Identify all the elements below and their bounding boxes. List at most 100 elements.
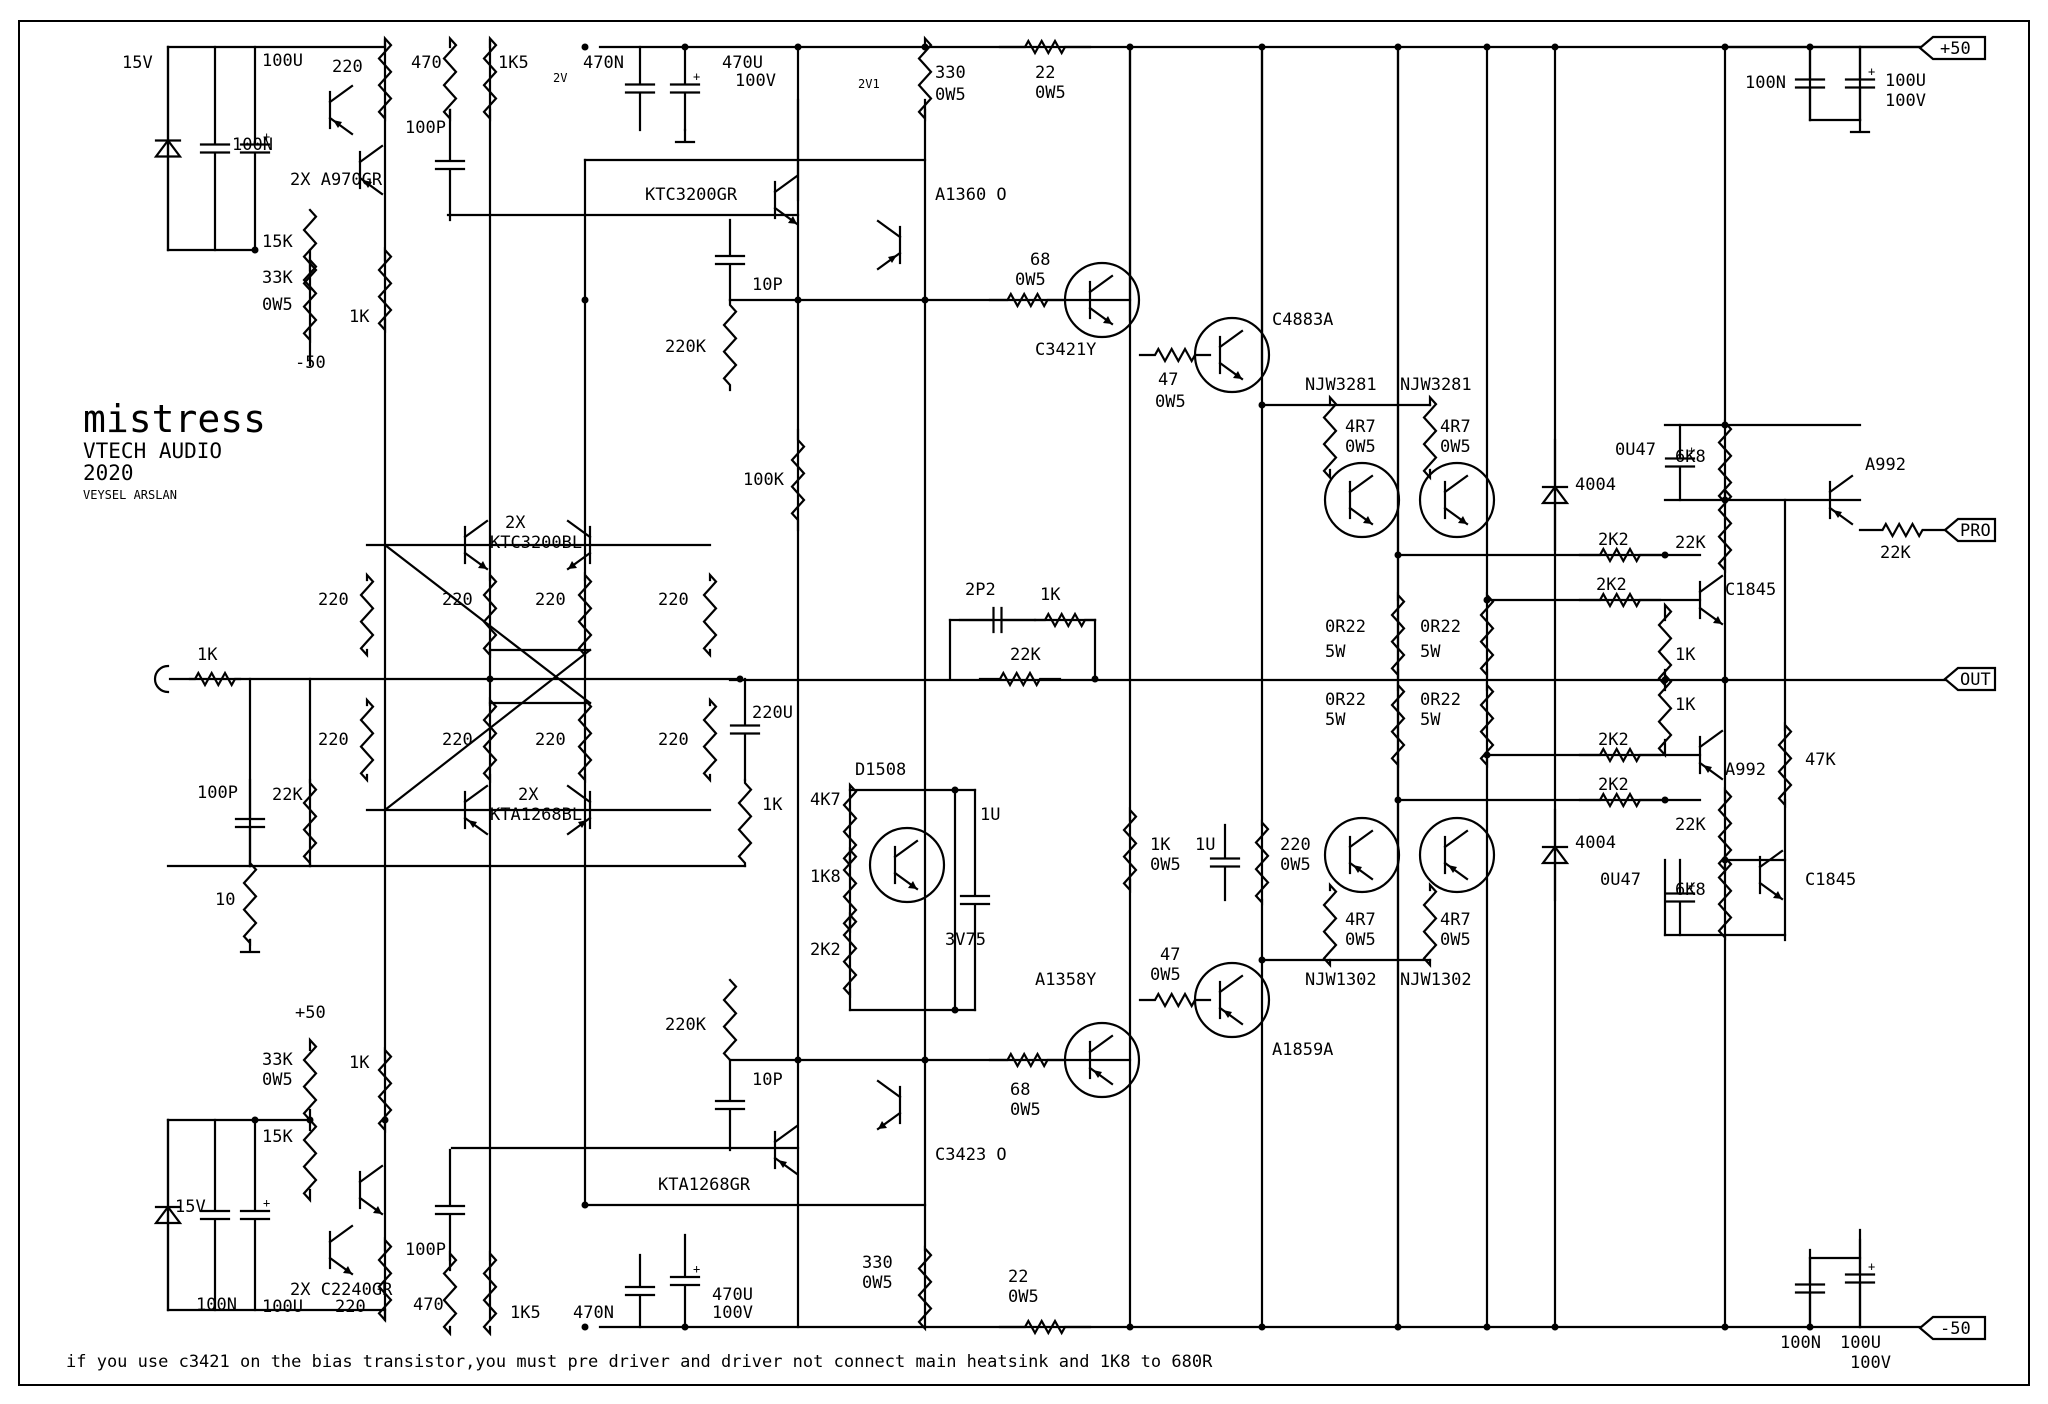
label-c100u-br: 100U <box>1840 1333 1881 1353</box>
junction-dot <box>1394 43 1402 51</box>
transistor-ktc3200bl-b <box>566 519 592 571</box>
label-q-d1508: D1508 <box>855 760 906 780</box>
resistor-r22-b <box>998 1318 1092 1336</box>
emitter-arrow <box>568 561 577 569</box>
label-c470n-b: 470N <box>573 1303 614 1323</box>
junction-dot <box>581 1201 589 1209</box>
label-c220u: 220U <box>752 703 793 723</box>
schematic-title: mistress <box>83 397 266 441</box>
transistor-body <box>1193 316 1271 394</box>
label-c100p-b: 100P <box>405 1240 446 1260</box>
label-r0r22-c: 0R22 <box>1325 690 1366 710</box>
junction-dot <box>1258 43 1266 51</box>
resistor-r1k-tl <box>377 247 393 333</box>
transistor-njw3281-b <box>1418 461 1496 539</box>
label-w5-c: 5W <box>1325 710 1346 730</box>
leads <box>328 84 354 136</box>
emitter-arrow <box>788 216 797 224</box>
leads <box>1698 574 1724 626</box>
resistor-r220-c4 <box>577 697 593 783</box>
label-w5-b: 5W <box>1420 642 1441 662</box>
emitter-arrow <box>578 820 587 828</box>
capacitor-c100u-tr <box>1844 45 1876 122</box>
resistor-r1k-r1 <box>1657 602 1673 688</box>
capacitor-c0u47-b <box>1664 858 1696 937</box>
terminal-out: OUT <box>1943 666 1997 692</box>
junction-dot <box>1483 1323 1491 1331</box>
label-q-c4883: C4883A <box>1272 310 1333 330</box>
junction-dot <box>1258 401 1266 409</box>
label-r220-c4: 220 <box>535 730 566 750</box>
svg-text:+50: +50 <box>1940 39 1971 59</box>
label-c100u-bl: 100U <box>262 1297 303 1317</box>
label-q-a992-t: A992 <box>1865 455 1906 475</box>
resistor-r220-r2 <box>702 697 718 783</box>
label-r100k: 100K <box>743 470 785 490</box>
resistor-r220-l2 <box>359 697 375 783</box>
junction-dot <box>1258 956 1266 964</box>
transistor-body <box>868 826 946 904</box>
junction-dot <box>1721 1323 1729 1331</box>
label-q-njw3281b: NJW3281 <box>1400 375 1472 395</box>
label-c100u-tl: 100U <box>262 51 303 71</box>
label-w5-a: 5W <box>1325 642 1346 662</box>
label-w220-drv: 0W5 <box>1280 855 1311 875</box>
resistor-r68-b <box>988 1051 1067 1069</box>
resistor-r220-r1 <box>702 572 718 658</box>
label-w5-d: 5W <box>1420 710 1441 730</box>
label-q-kta1268bl: KTA1268BL <box>490 805 582 825</box>
label-r4r7-c: 4R7 <box>1345 910 1376 930</box>
capacitor-c100p-b <box>434 1148 466 1272</box>
label-r1k8: 1K8 <box>810 867 841 887</box>
design-note: if you use c3421 on the bias transistor,… <box>66 1352 1213 1372</box>
polarity-plus: + <box>1688 879 1695 893</box>
label-r15k-tl: 15K <box>262 232 293 252</box>
capacitor-c100u-bl <box>239 1118 271 1312</box>
emitter-arrow <box>1093 1070 1102 1078</box>
ground <box>239 938 261 954</box>
capacitor-c470n-b <box>624 1253 656 1329</box>
label-w47-b: 0W5 <box>1150 965 1181 985</box>
label-r2k2-pot: 2K2 <box>810 940 841 960</box>
transistor-ktc3200bl-a <box>463 519 489 571</box>
label-q-ktc3200bl: KTC3200BL <box>490 533 582 553</box>
year: 2020 <box>83 461 134 485</box>
label-w-33k-tl: 0W5 <box>262 295 293 315</box>
label-r6k8-t: 6K8 <box>1675 447 1706 467</box>
label-r6k8-b: 6K8 <box>1675 880 1706 900</box>
label-r4k7: 4K7 <box>810 790 841 810</box>
capacitor-c1u-bias <box>959 788 991 1012</box>
diode-4004-bot <box>1540 808 1570 902</box>
leads <box>1698 729 1724 781</box>
transistor-c2240-a <box>358 1164 384 1216</box>
junction-dot <box>1394 551 1402 559</box>
polarity-plus: + <box>1688 444 1695 458</box>
resistor-r1k-drv <box>1122 807 1138 893</box>
emitter-arrow <box>1353 865 1362 873</box>
label-v100-b: 100V <box>712 1303 753 1323</box>
label-q-a970: 2X A970GR <box>290 170 383 190</box>
junction-dot <box>581 43 589 51</box>
drawing-border <box>18 20 2030 1386</box>
label-r220-l1: 220 <box>318 590 349 610</box>
transistor-a970-b <box>358 144 384 196</box>
emitter-arrow <box>373 1206 382 1214</box>
ground <box>674 128 696 144</box>
resistor-r4r7-b <box>1422 394 1438 481</box>
transistor-d1508 <box>868 826 946 904</box>
resistor-r22k-r2 <box>1717 787 1733 873</box>
components: ++++++++ <box>153 35 1947 1337</box>
label-r220-r2: 220 <box>658 730 689 750</box>
resistor-r330-b <box>917 1245 933 1332</box>
junction-dot <box>1126 1323 1134 1331</box>
label-d4004-b: 4004 <box>1575 833 1616 853</box>
resistor-r2k2-pot <box>842 912 858 998</box>
zener-15v-bot <box>153 1118 183 1312</box>
label-c100n-br: 100N <box>1780 1333 1821 1353</box>
company-name: VTECH AUDIO <box>83 439 222 463</box>
transistor-body <box>1063 261 1141 339</box>
transistor-a1360 <box>876 219 902 271</box>
resistor-r6k8-t <box>1717 419 1733 506</box>
label-r1k-tl: 1K <box>349 307 370 327</box>
label-w4r7-c: 0W5 <box>1345 930 1376 950</box>
